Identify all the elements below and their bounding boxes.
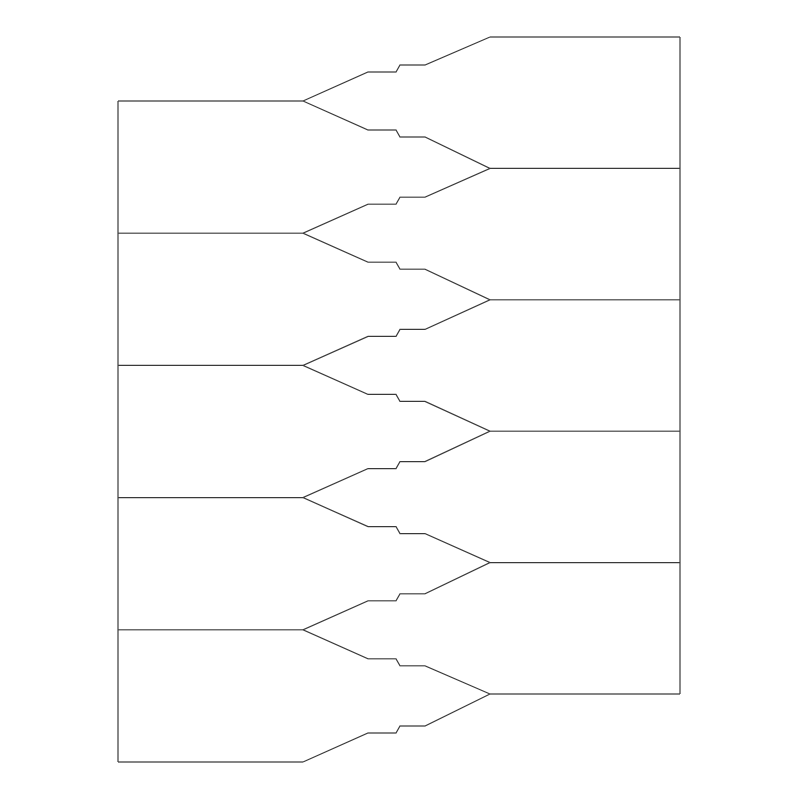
lower-zigzag-branch bbox=[302, 232, 491, 301]
upper-zigzag-branch bbox=[302, 562, 491, 631]
upper-zigzag-branch bbox=[302, 430, 491, 499]
upper-zigzag-branch bbox=[302, 167, 491, 234]
lower-zigzag-branch bbox=[302, 100, 491, 169]
upper-zigzag-branch bbox=[302, 693, 491, 763]
lower-zigzag-branch bbox=[302, 629, 491, 695]
upper-zigzag-branch bbox=[302, 299, 491, 366]
upper-zigzag-branch bbox=[302, 36, 491, 102]
lower-zigzag-branch bbox=[302, 364, 491, 432]
lower-zigzag-branch bbox=[302, 497, 491, 564]
